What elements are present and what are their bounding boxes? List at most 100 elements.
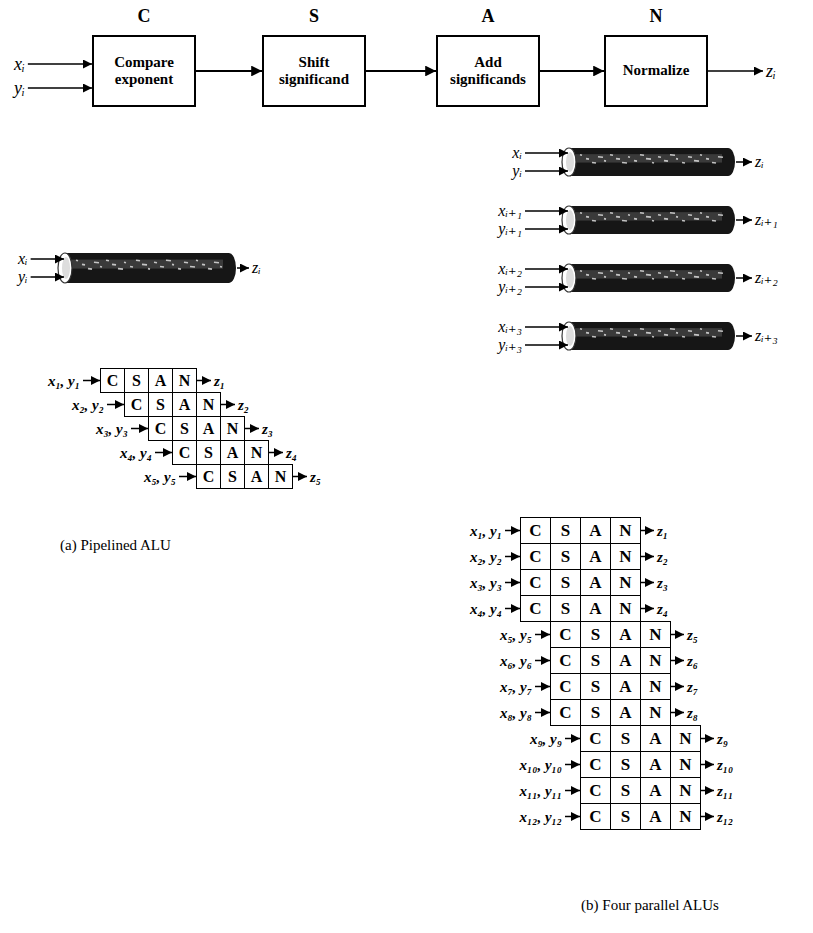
stage-cell: S (580, 647, 611, 674)
stage-cell: N (670, 777, 701, 804)
cylinder-texture (664, 160, 668, 162)
stage-letter: C (589, 730, 601, 747)
cylinder-texture (622, 162, 627, 164)
stage-cell: C (550, 699, 581, 726)
operand-pair-label: x₁₁, y₁₁ (519, 783, 562, 798)
cylinder-texture (706, 332, 709, 334)
stage-name: Compare exponent (94, 54, 194, 89)
operand-pair-label: x₅, y₅ (500, 627, 532, 642)
cylinder-texture (208, 268, 212, 270)
cylinder-texture (640, 328, 644, 330)
stage-letter: N (179, 373, 191, 389)
cylinder-texture (634, 276, 637, 278)
operand-label: yᵢ (18, 269, 28, 285)
cylinder-band (573, 328, 722, 336)
stage-letter: N (649, 678, 661, 695)
process-box: SShift significand (262, 35, 366, 107)
operand-pair-label: x₆, y₆ (500, 653, 532, 668)
cylinder-texture (676, 216, 678, 218)
stage-letter: S (132, 373, 141, 389)
stage-letter: S (621, 730, 630, 747)
io-arrow (525, 228, 568, 230)
cylinder-texture (124, 261, 126, 263)
stage-cell: C (520, 543, 551, 570)
cylinder-texture (94, 261, 99, 263)
cylinder-texture (634, 218, 637, 220)
cylinder-texture (676, 332, 678, 334)
cylinder-texture (112, 264, 116, 266)
stage-letter: A (589, 548, 601, 565)
cylinder-face (562, 322, 576, 350)
stage-letter: S (228, 469, 237, 485)
stage-cell: N (640, 699, 671, 726)
stage-letter: S (561, 574, 570, 591)
cylinder-texture (136, 259, 140, 261)
cylinder-texture (652, 278, 654, 280)
stage-letter: N (679, 756, 691, 773)
stage-cell: S (550, 517, 581, 544)
stage-letter: C (529, 600, 541, 617)
stage-letter: C (529, 548, 541, 565)
stage-cell: C (550, 673, 581, 700)
stage-cell: C (520, 569, 551, 596)
stage-cell: N (172, 368, 197, 393)
process-box: AAdd significands (436, 35, 540, 107)
cylinder-texture (688, 330, 692, 332)
cylinder-texture (214, 261, 219, 263)
cylinder-texture (706, 216, 709, 218)
cylinder-texture (670, 328, 675, 330)
stage-cell: C (148, 416, 173, 441)
io-arrow (736, 277, 752, 279)
operand-label: xᵢ (14, 55, 25, 73)
stage-cell: N (220, 416, 245, 441)
stage-cell: C (550, 621, 581, 648)
io-arrow (525, 344, 568, 346)
stage-letter: A (589, 522, 601, 539)
stage-letter: A (589, 600, 601, 617)
io-arrow (535, 634, 550, 636)
result-label: zᵢ (766, 62, 776, 80)
stage-cell: C (580, 777, 611, 804)
stage-letter: C (529, 574, 541, 591)
operand-label: yᵢ₊₁ (498, 221, 522, 237)
stage-name: Add significands (438, 54, 538, 89)
result-label: zᵢ₊₁ (755, 212, 778, 228)
cylinder-texture (640, 212, 644, 214)
stage-cell: A (244, 464, 269, 489)
cylinder-texture (628, 214, 630, 216)
io-arrow (245, 428, 259, 430)
cylinder-texture (148, 268, 150, 270)
cylinder-texture (664, 334, 668, 336)
stage-letter: S (621, 782, 630, 799)
stage-cell: A (580, 543, 611, 570)
cylinder-face-shade (566, 152, 574, 172)
stage-letter: S (591, 678, 600, 695)
stage-letter: S (591, 652, 600, 669)
cylinder-texture (694, 276, 699, 278)
cylinder-texture (658, 156, 661, 158)
io-arrow (525, 326, 568, 328)
cylinder-texture (586, 216, 589, 218)
stage-letter: C (94, 6, 194, 27)
cylinder-texture (652, 162, 654, 164)
cylinder-texture (700, 270, 702, 272)
operand-label: xᵢ (512, 145, 522, 161)
stage-cell: N (610, 595, 641, 622)
result-label: z₈ (687, 705, 698, 720)
io-arrow (28, 63, 92, 65)
io-arrow (525, 268, 568, 270)
stage-letter: A (619, 678, 631, 695)
io-arrow (525, 152, 568, 154)
stage-cell: S (610, 725, 641, 752)
stage-cell: A (610, 621, 641, 648)
process-box: CCompare exponent (92, 35, 196, 107)
result-label: z₃ (262, 421, 273, 436)
stage-letter: A (649, 808, 661, 825)
stage-letter: S (591, 704, 600, 721)
operand-label: yᵢ₊₂ (498, 279, 522, 295)
cylinder-texture (670, 154, 675, 156)
cylinder-texture (184, 261, 188, 263)
pipeline-cylinder (562, 264, 735, 292)
stage-letter: A (589, 574, 601, 591)
stage-cell: C (520, 517, 551, 544)
